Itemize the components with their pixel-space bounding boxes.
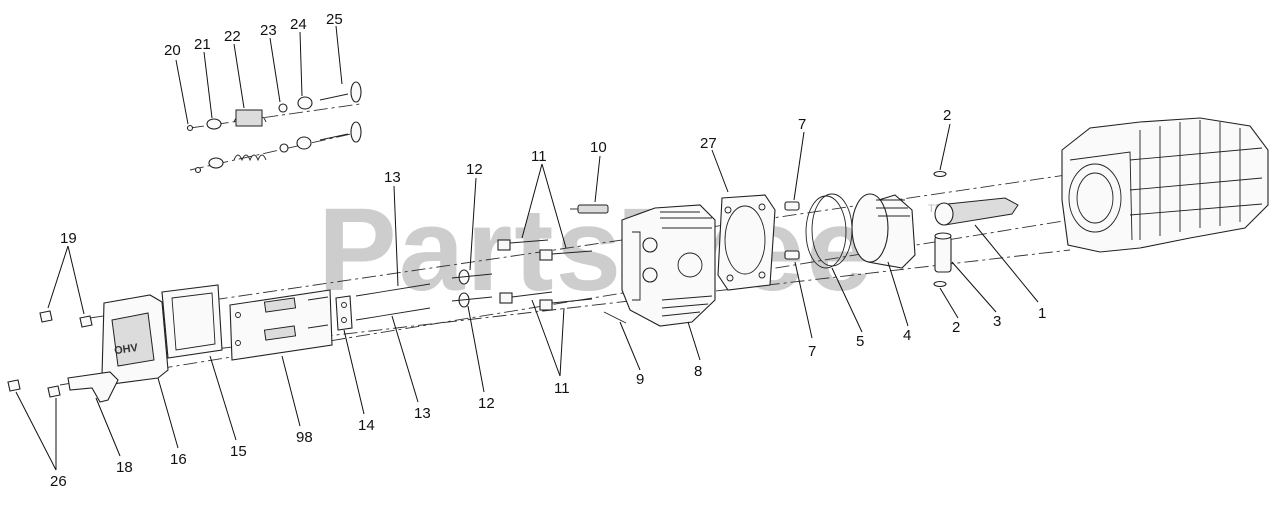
callout-13-bottom: 13 <box>414 405 431 422</box>
bracket-bolts <box>7 379 61 398</box>
callout-16: 16 <box>170 451 187 468</box>
connecting-rod <box>934 197 1019 226</box>
callout-15: 15 <box>230 443 247 460</box>
callout-7-top: 7 <box>798 116 806 133</box>
callout-20: 20 <box>164 42 181 59</box>
valve-cover-gasket <box>161 284 223 359</box>
callout-11-top: 11 <box>531 148 547 165</box>
callout-24: 24 <box>290 16 307 33</box>
bracket <box>67 371 119 403</box>
callout-21: 21 <box>194 36 211 53</box>
callout-98: 98 <box>296 429 313 446</box>
callout-10: 10 <box>590 139 607 156</box>
callout-18: 18 <box>116 459 133 476</box>
callout-labels: 1 2 2 3 4 5 7 7 8 9 10 11 11 12 12 13 13… <box>50 11 1046 490</box>
callout-2-bottom: 2 <box>952 319 960 336</box>
piston-pin-clip-top <box>933 170 947 178</box>
wrist-pin <box>934 232 952 273</box>
cover-bolts <box>39 310 93 328</box>
callout-8: 8 <box>694 363 702 380</box>
guide-plate <box>335 295 353 331</box>
callout-22: 22 <box>224 28 241 45</box>
callout-12-bottom: 12 <box>478 395 495 412</box>
spark-plug <box>570 204 609 214</box>
piston <box>851 193 916 269</box>
head-bolts <box>497 239 593 311</box>
push-rod-top <box>355 283 431 297</box>
callout-2-top: 2 <box>943 107 951 124</box>
callout-5: 5 <box>856 333 864 350</box>
dowel-pin-top <box>784 201 800 211</box>
callout-4: 4 <box>903 327 911 344</box>
callout-11-bottom: 11 <box>554 380 570 397</box>
cover-logo-text: OHV <box>113 342 139 357</box>
callout-7-bottom: 7 <box>808 343 816 360</box>
head-gasket <box>717 194 776 291</box>
callout-27: 27 <box>700 135 717 152</box>
valve-train-bottom <box>194 121 362 174</box>
callout-12-top: 12 <box>466 161 483 178</box>
valve-cover: OHV <box>101 294 169 385</box>
callout-25: 25 <box>326 11 343 28</box>
valve-train-top <box>186 81 362 132</box>
engine-crankcase <box>1061 117 1269 253</box>
callout-9: 9 <box>636 371 644 388</box>
callout-19: 19 <box>60 230 77 247</box>
callout-13-top: 13 <box>384 169 401 186</box>
callout-14: 14 <box>358 417 375 434</box>
callout-3: 3 <box>993 313 1001 330</box>
rocker-studs <box>451 269 493 308</box>
piston-rings <box>805 193 853 269</box>
piston-pin-clip-bottom <box>933 280 947 288</box>
push-rod-bottom <box>355 307 431 321</box>
cylinder-head <box>621 204 716 327</box>
callout-1: 1 <box>1038 305 1046 322</box>
rocker-arm-assembly <box>229 289 333 361</box>
breather-tube <box>603 311 627 324</box>
leader-lines <box>15 25 1039 471</box>
callout-26: 26 <box>50 473 67 490</box>
dowel-pin-bottom <box>784 250 800 260</box>
callout-23: 23 <box>260 22 277 39</box>
